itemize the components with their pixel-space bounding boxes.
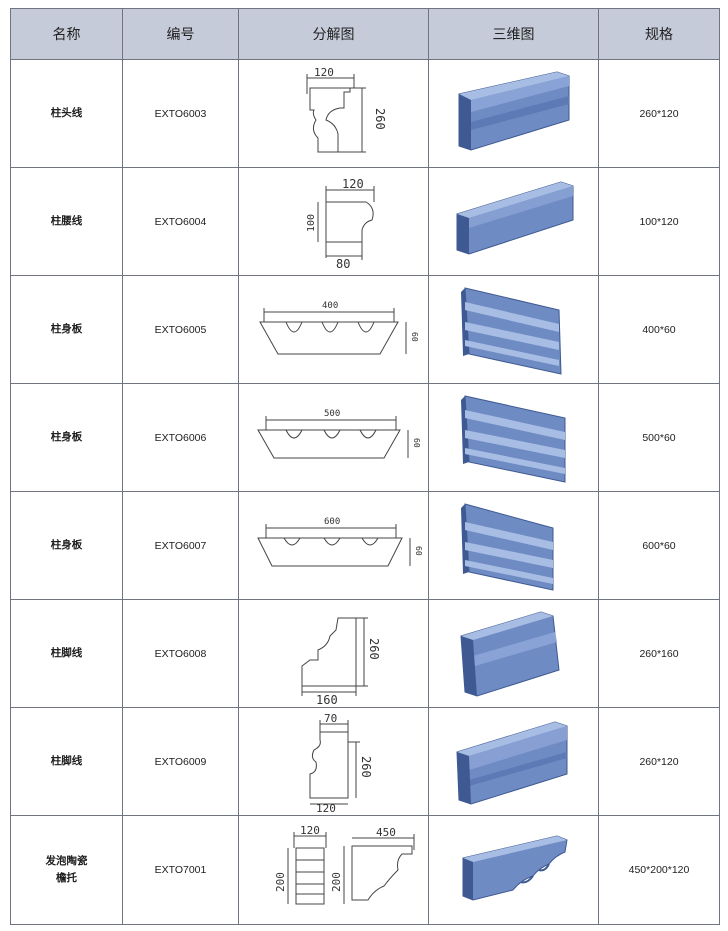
table-row: 发泡陶瓷 檐托 EXTO7001 (10, 815, 720, 925)
row-name: 柱身板 (10, 491, 123, 600)
bracket-render (462, 835, 568, 901)
row-name: 柱腰线 (10, 167, 123, 276)
row-name: 柱身板 (10, 275, 123, 384)
row-drawing: 70 260 120 (238, 707, 429, 816)
row-name: 发泡陶瓷 檐托 (10, 815, 123, 925)
dim-height: 260 (373, 108, 387, 130)
row-spec: 260*120 (598, 707, 720, 816)
header-3d-view: 三维图 (428, 8, 599, 60)
dim-width: 500 (324, 409, 340, 419)
row-code: EXTO6007 (122, 491, 239, 600)
dim-height: 260 (367, 638, 381, 660)
table-row: 柱身板 EXTO6006 500 60 (10, 383, 720, 492)
row-name-line-2: 檐托 (56, 872, 77, 884)
row-3d-view (428, 707, 599, 816)
molding-render (458, 70, 569, 151)
row-code: EXTO6003 (122, 59, 239, 168)
row-spec: 500*60 (598, 383, 720, 492)
row-3d-view (428, 59, 599, 168)
dim-base: 80 (336, 257, 350, 271)
panel-drawing: 600 60 (256, 517, 423, 566)
table-row: 柱身板 EXTO6005 400 60 (10, 275, 720, 384)
dim-width: 400 (322, 301, 338, 311)
dim-front-width: 120 (300, 824, 320, 837)
row-spec: 400*60 (598, 275, 720, 384)
row-drawing: 600 60 (238, 491, 429, 600)
row-3d-view (428, 599, 599, 708)
row-code: EXTO6006 (122, 383, 239, 492)
row-3d-view (428, 383, 599, 492)
header-code: 编号 (122, 8, 239, 60)
table-row: 柱脚线 EXTO6009 70 260 120 (10, 707, 720, 816)
row-name-line-1: 发泡陶瓷 (45, 855, 88, 867)
row-drawing: 120 200 450 200 (238, 815, 429, 925)
panel-render (460, 502, 553, 591)
row-drawing: 500 60 (238, 383, 429, 492)
molding-render (456, 180, 573, 255)
panel-drawing: 500 60 (256, 409, 421, 458)
dim-width: 160 (316, 693, 338, 704)
profile-drawing: 260 160 (301, 617, 381, 704)
panel-render (460, 286, 562, 375)
dim-front-height: 200 (274, 872, 287, 892)
dim-width: 600 (324, 517, 340, 527)
bracket-drawing: 120 200 450 200 (274, 824, 414, 905)
row-spec: 260*160 (598, 599, 720, 708)
table-header-row: 名称 编号 分解图 三维图 规格 (10, 8, 720, 60)
row-3d-view (428, 815, 599, 925)
dim-height: 60 (410, 332, 419, 342)
row-code: EXTO6005 (122, 275, 239, 384)
dim-width: 120 (342, 177, 364, 191)
dim-height: 260 (359, 756, 373, 778)
molding-render (459, 610, 560, 697)
table-row: 柱脚线 EXTO6008 260 160 (10, 599, 720, 708)
row-spec: 260*120 (598, 59, 720, 168)
dim-height: 100 (306, 213, 317, 231)
dim-side-length: 450 (376, 826, 396, 839)
table-row: 柱头线 EXTO6003 120 260 (10, 59, 720, 168)
row-3d-view (428, 167, 599, 276)
row-drawing: 400 60 (238, 275, 429, 384)
row-name: 柱脚线 (10, 707, 123, 816)
spec-table: 名称 编号 分解图 三维图 规格 柱头线 EXTO6003 (10, 8, 720, 925)
panel-render (460, 394, 565, 483)
molding-render (455, 720, 567, 805)
row-3d-view (428, 275, 599, 384)
profile-drawing: 120 260 (306, 66, 387, 152)
row-spec: 600*60 (598, 491, 720, 600)
dim-width: 120 (316, 802, 336, 812)
row-name: 柱脚线 (10, 599, 123, 708)
profile-drawing: 70 260 120 (309, 712, 373, 812)
row-drawing: 120 100 80 (238, 167, 429, 276)
header-spec: 规格 (598, 8, 720, 60)
dim-width: 120 (314, 66, 334, 79)
dim-height: 60 (414, 546, 423, 556)
row-3d-view (428, 491, 599, 600)
header-name: 名称 (10, 8, 123, 60)
table-row: 柱腰线 EXTO6004 120 100 80 (10, 167, 720, 276)
row-code: EXTO7001 (122, 815, 239, 925)
header-drawing: 分解图 (238, 8, 429, 60)
table-row: 柱身板 EXTO6007 600 60 (10, 491, 720, 600)
row-name: 柱头线 (10, 59, 123, 168)
row-drawing: 120 260 (238, 59, 429, 168)
row-code: EXTO6009 (122, 707, 239, 816)
row-spec: 450*200*120 (598, 815, 720, 925)
profile-drawing: 120 100 80 (306, 177, 374, 271)
dim-top: 70 (324, 712, 337, 725)
row-code: EXTO6004 (122, 167, 239, 276)
row-name: 柱身板 (10, 383, 123, 492)
dim-side-height: 200 (330, 872, 343, 892)
row-spec: 100*120 (598, 167, 720, 276)
row-drawing: 260 160 (238, 599, 429, 708)
dim-height: 60 (412, 438, 421, 448)
row-code: EXTO6008 (122, 599, 239, 708)
panel-drawing: 400 60 (258, 301, 419, 354)
